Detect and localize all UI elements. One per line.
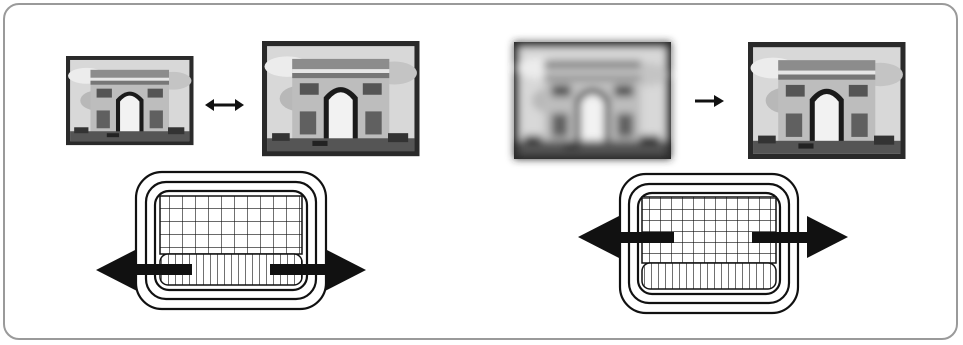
- photo-small: [66, 56, 194, 145]
- photo-sharp: [748, 42, 906, 159]
- right-arrow-icon: [695, 95, 724, 107]
- double-headed-arrow-icon: [205, 99, 244, 111]
- focus-ring: [620, 174, 798, 313]
- zoom-ring: [136, 172, 326, 309]
- photo-large: [262, 41, 420, 156]
- photo-blurry: [514, 42, 671, 159]
